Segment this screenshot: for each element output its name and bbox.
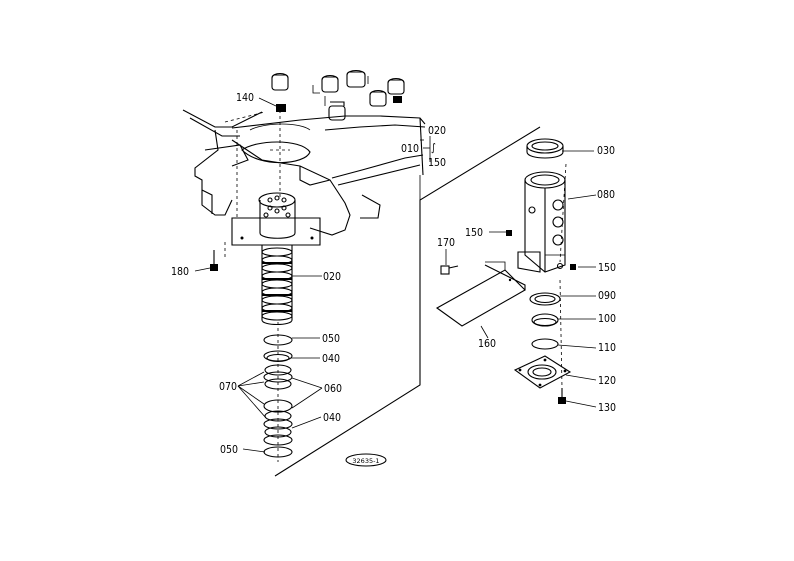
label-170: 170 [437,237,455,249]
drawing-code-stamp: 32635-1 [345,453,387,467]
label-070: 070 [219,381,237,393]
label-160: 160 [478,338,496,350]
right-seals [513,292,572,404]
label-150-left: 150 [465,227,483,239]
label-040-top: 040 [322,353,340,365]
label-150-top: 150 [428,157,446,169]
swivel-joint-top [210,104,321,271]
label-100: 100 [598,313,616,325]
label-080: 080 [597,189,615,201]
label-020: 020 [323,271,341,283]
label-150-right: 150 [598,262,616,274]
label-120: 120 [598,375,616,387]
drawing-code: 32635-1 [352,457,379,465]
label-140: 140 [236,92,254,104]
label-050-bottom: 050 [220,444,238,456]
machine-frame [182,69,426,236]
label-030: 030 [597,145,615,157]
seal-stack [263,322,293,462]
plate-160 [435,261,526,327]
label-180: 180 [171,266,189,278]
label-090: 090 [598,290,616,302]
label-110: 110 [598,342,616,354]
group-bracket [274,126,541,477]
label-040-bottom: 040 [323,412,341,424]
swivel-joint-body-020 [261,245,293,326]
label-050-top: 050 [322,333,340,345]
label-060: 060 [324,383,342,395]
part-labels: 140 020 010 ∫ 150 030 080 150 170 150 18… [171,92,616,456]
label-010: 010 [401,143,419,155]
label-130: 130 [598,402,616,414]
label-020-top: 020 [428,125,446,137]
dashed-guides [224,110,567,389]
label-tilde: ∫ [431,142,436,154]
leader-lines [194,97,597,453]
right-housing-080 [506,138,576,273]
